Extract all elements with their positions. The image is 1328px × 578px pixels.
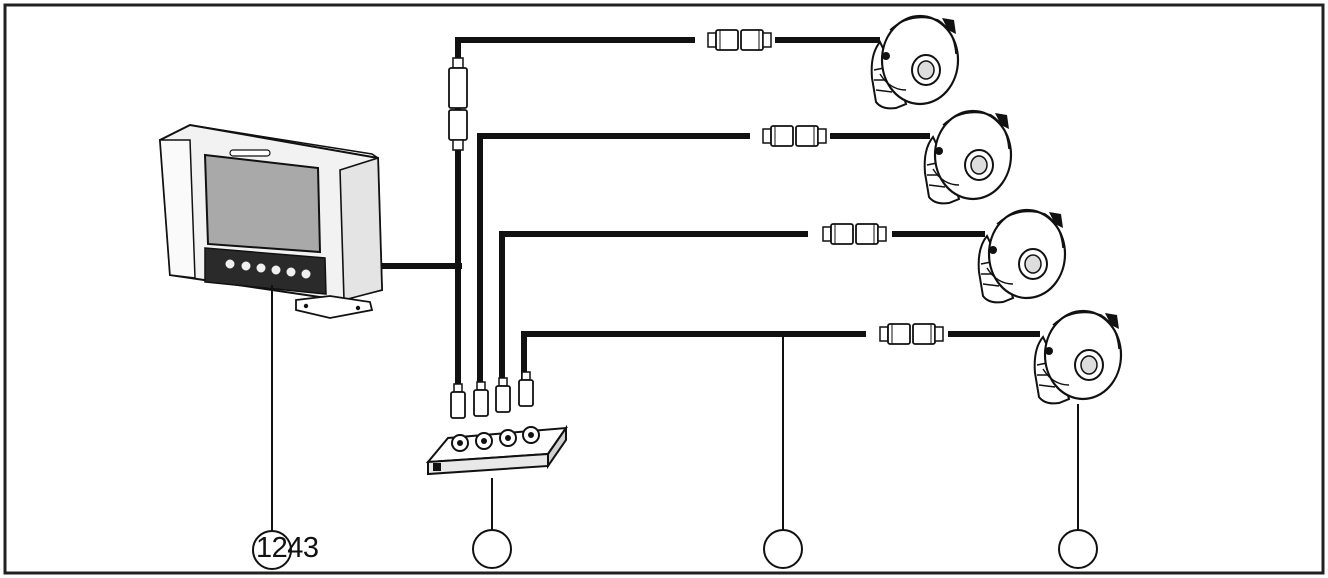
diagram-frame [3,3,1325,575]
callout-circles [252,529,1098,570]
cables [382,37,1040,385]
plug-1 [450,383,466,419]
camera-2 [923,109,1013,205]
cable-camera-1 [455,37,695,385]
camera-3 [977,208,1067,304]
inline-connector-4 [879,323,944,345]
callout-leaders [271,285,1079,532]
cable-camera-4 [521,331,866,385]
callout-circle-extension-cable [763,529,803,569]
callout-label-monitor: 1243 [256,532,319,564]
inline-connector-1 [707,29,772,51]
inline-connector-2 [762,125,827,147]
vertical-connector [448,57,468,151]
cable-camera-2 [477,133,750,385]
callout-circle-junction-box [472,529,512,569]
monitor [158,123,384,319]
callout-circle-monitor [252,530,292,570]
camera-1 [870,14,960,110]
cable-camera-3 [499,231,808,385]
callout-circle-camera [1058,529,1098,569]
plug-2 [473,381,489,417]
junction-box [425,424,569,476]
inline-connector-3 [822,223,887,245]
plug-3 [495,377,511,413]
camera-4 [1033,309,1123,405]
